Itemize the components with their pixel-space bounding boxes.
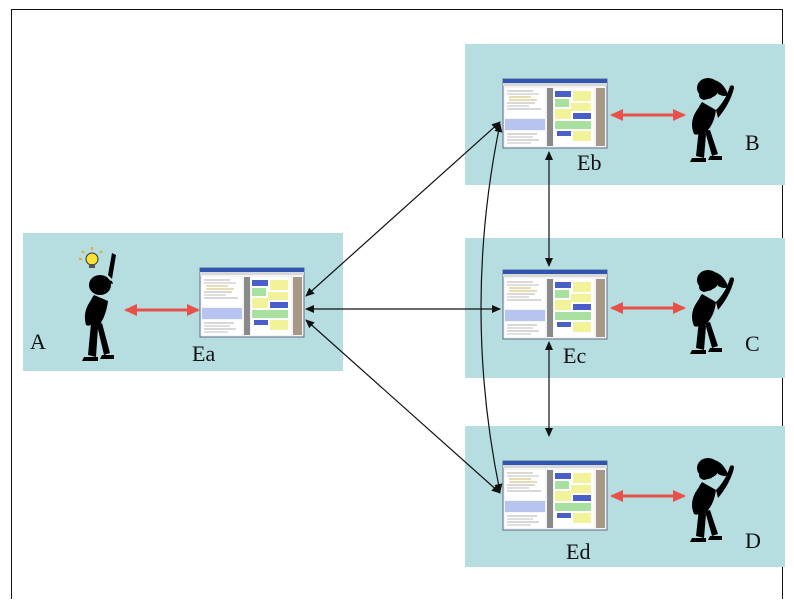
editor-label-ea: Ea (192, 341, 216, 366)
thinking-person-icon (690, 458, 734, 542)
thinking-person-icon (690, 270, 734, 354)
editor-screenshot-c (502, 269, 608, 340)
editor-label-ec: Ec (563, 343, 587, 368)
thinking-person-icon (690, 78, 734, 162)
editor-screenshot-d (502, 460, 608, 531)
person-label-a: A (30, 329, 46, 354)
person-label-c: C (745, 331, 760, 356)
sync-link-eb-ed (480, 123, 503, 493)
editor-screenshot-a (199, 267, 305, 338)
editor-label-eb: Eb (577, 150, 602, 175)
person-label-b: B (745, 130, 760, 155)
sync-link-ea-ed (305, 319, 501, 494)
editor-screenshot-b (502, 78, 608, 149)
sync-link-ea-eb (305, 121, 501, 297)
editor-label-ed: Ed (566, 539, 591, 564)
idea-person-icon (78, 246, 117, 362)
person-label-d: D (745, 528, 761, 553)
